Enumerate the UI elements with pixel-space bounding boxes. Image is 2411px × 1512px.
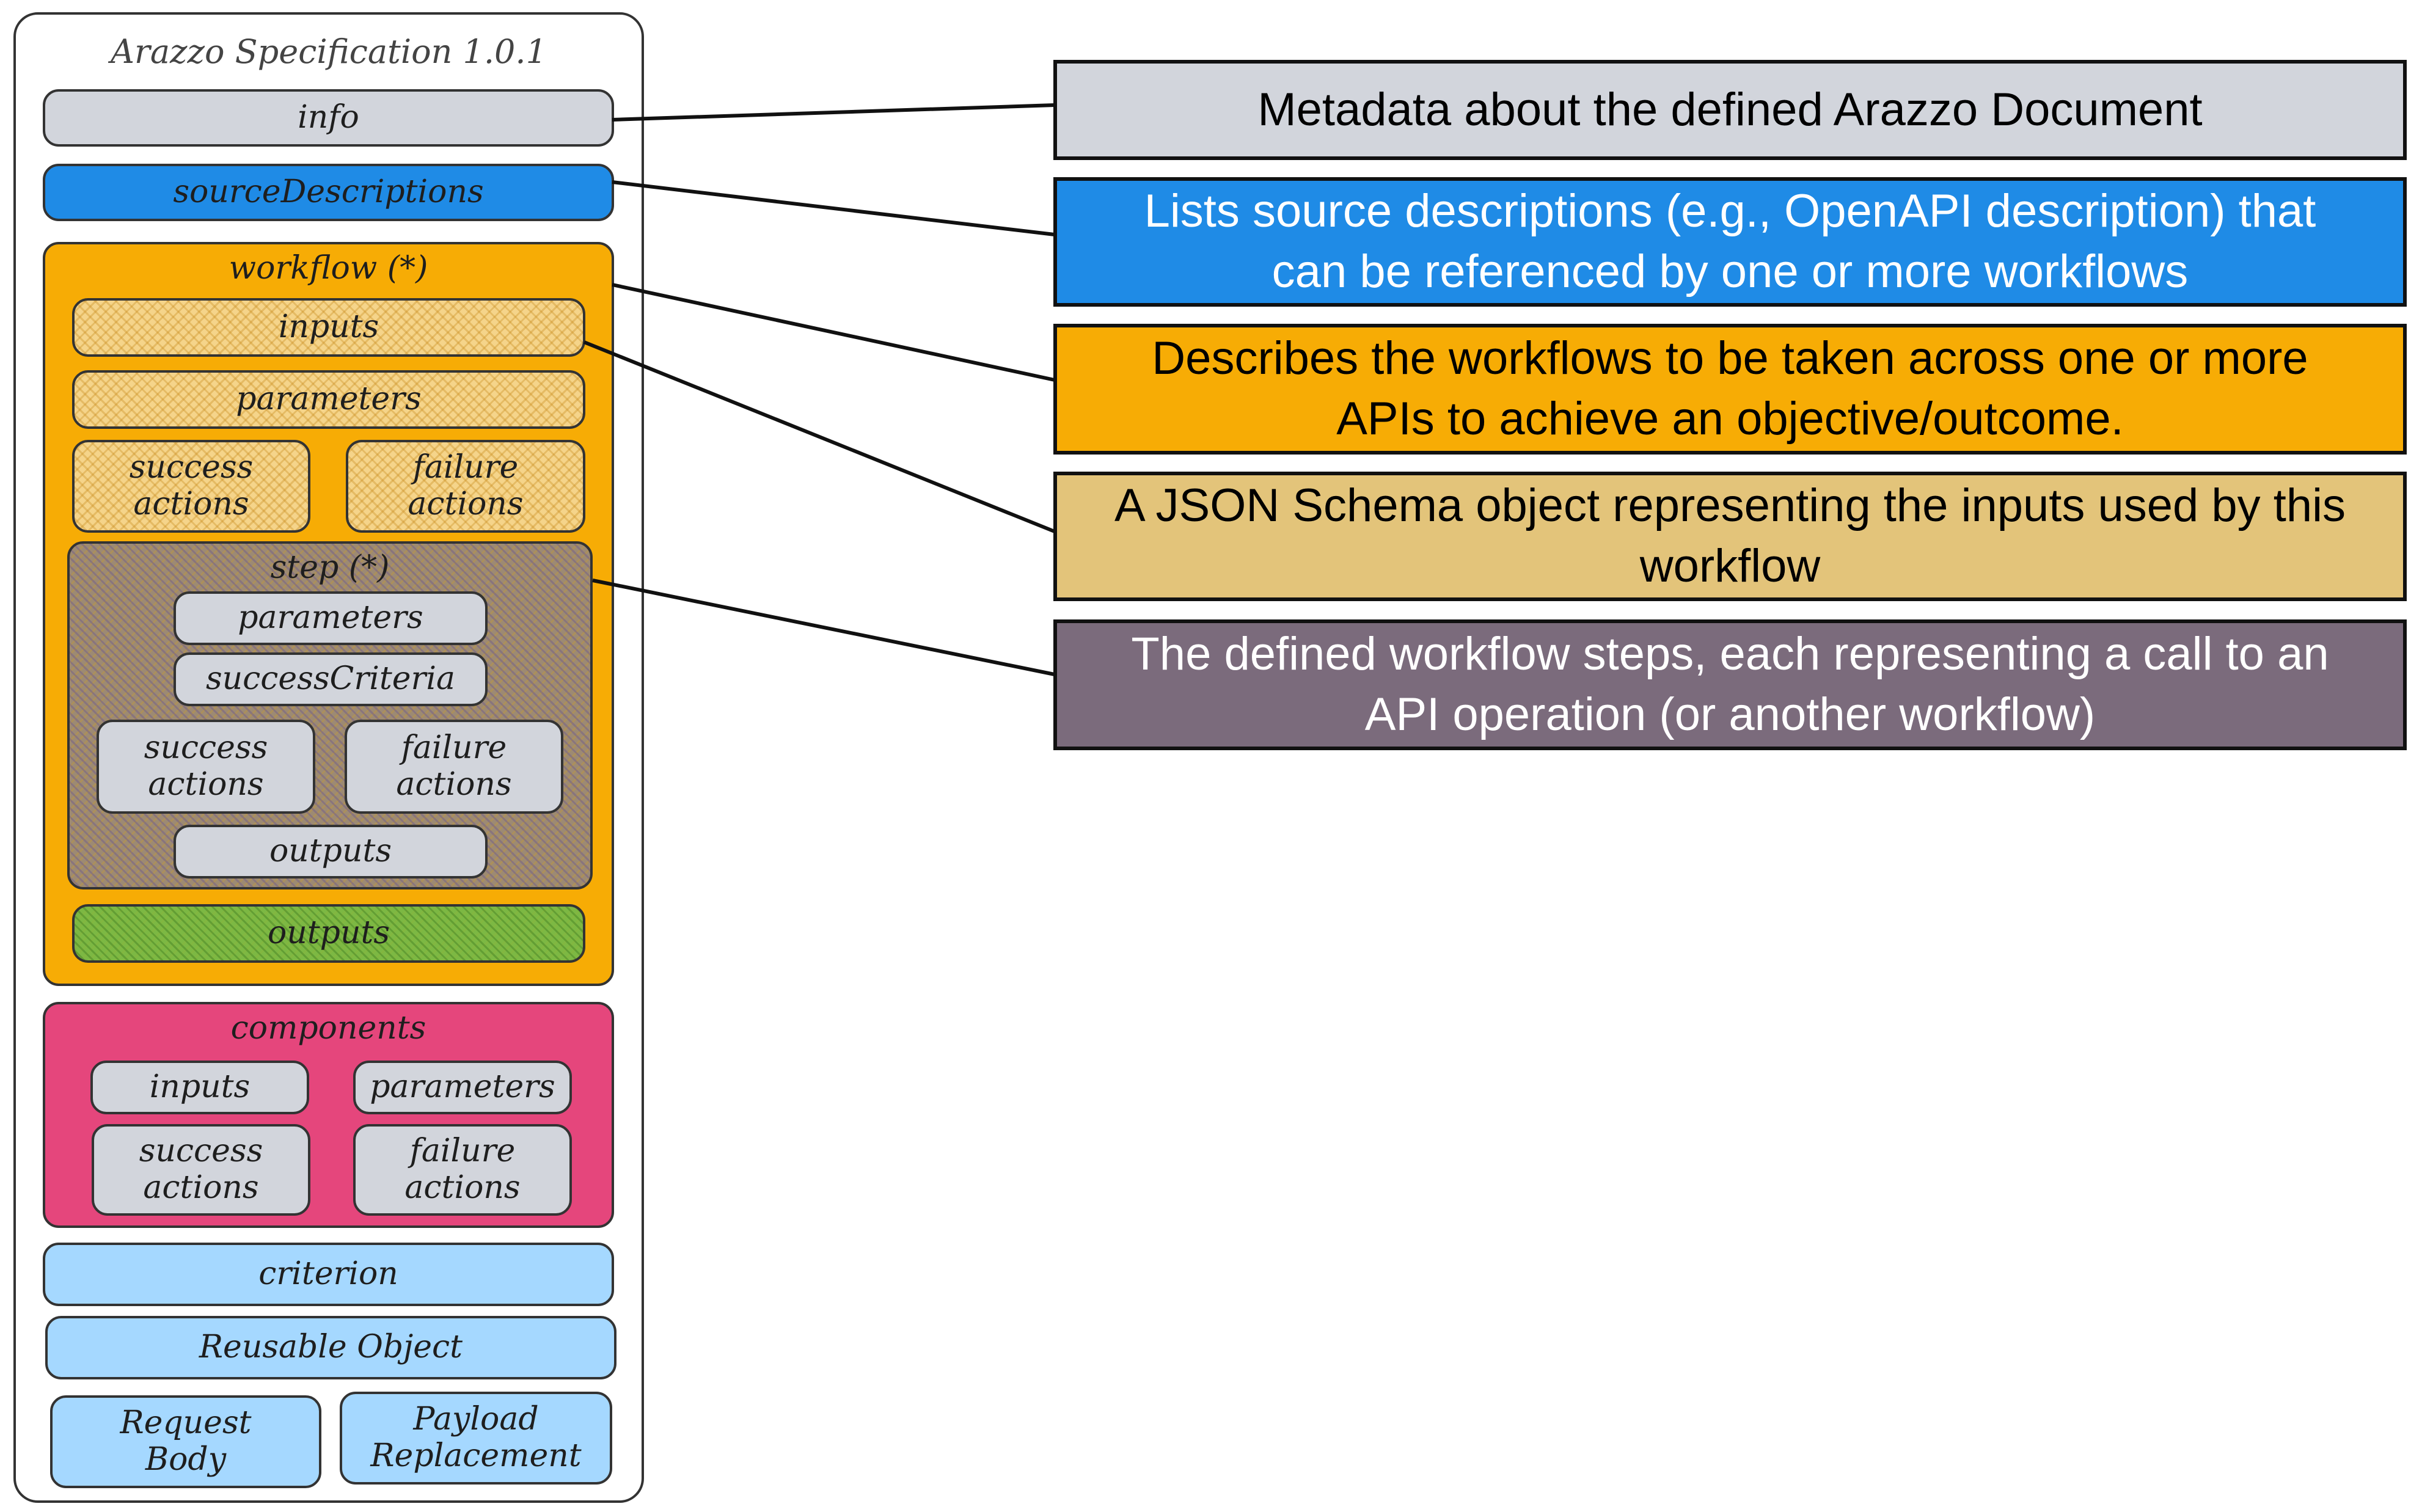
components-inputs-label: inputs <box>149 1068 251 1106</box>
step-outputs-label: outputs <box>269 833 392 870</box>
payload-replacement-label: Payload Replacement <box>370 1401 582 1474</box>
reusable-object-label: Reusable Object <box>199 1329 463 1366</box>
info-description: Metadata about the defined Arazzo Docume… <box>1053 60 2407 160</box>
components-parameters-label: parameters <box>370 1068 555 1106</box>
workflow-outputs-label: outputs <box>267 915 390 952</box>
step-outputs-block: outputs <box>174 825 488 878</box>
step-connector <box>592 579 1055 676</box>
info-block: info <box>43 89 614 147</box>
workflow-inputs-label: inputs <box>278 309 379 346</box>
step-success-criteria-block: successCriteria <box>174 652 488 706</box>
source-descriptions-description: Lists source descriptions (e.g., OpenAPI… <box>1053 177 2407 307</box>
workflow-success-actions-label: success actions <box>129 449 254 522</box>
step-success-actions-block: success actions <box>97 720 315 814</box>
payload-replacement-block: Payload Replacement <box>340 1392 612 1485</box>
source-descriptions-description-text: Lists source descriptions (e.g., OpenAPI… <box>1144 185 2316 298</box>
workflow-description-text: Describes the workflows to be taken acro… <box>1152 332 2308 445</box>
step-parameters-block: parameters <box>174 591 488 645</box>
components-label: components <box>230 1010 426 1046</box>
components-parameters-block: parameters <box>353 1061 572 1114</box>
components-inputs-block: inputs <box>90 1061 309 1114</box>
step-failure-actions-label: failure actions <box>396 729 512 803</box>
info-connector <box>612 103 1055 122</box>
workflow-outputs-block: outputs <box>72 904 585 963</box>
step-description-text: The defined workflow steps, each represe… <box>1131 628 2329 740</box>
spec-title: Arazzo Specification 1.0.1 <box>111 32 547 71</box>
workflow-label: workflow (*) <box>229 250 428 287</box>
workflow-parameters-block: parameters <box>72 370 585 429</box>
info-description-text: Metadata about the defined Arazzo Docume… <box>1257 83 2203 136</box>
source-descriptions-connector <box>612 180 1055 236</box>
workflow-failure-actions-block: failure actions <box>346 440 585 533</box>
workflow-parameters-label: parameters <box>236 381 422 418</box>
step-description: The defined workflow steps, each represe… <box>1053 619 2407 750</box>
components-success-actions-label: success actions <box>139 1133 263 1206</box>
criterion-label: criterion <box>258 1255 398 1293</box>
step-success-criteria-label: successCriteria <box>205 660 455 698</box>
reusable-object-block: Reusable Object <box>45 1316 616 1379</box>
components-failure-actions-label: failure actions <box>404 1133 521 1206</box>
components-success-actions-block: success actions <box>92 1124 310 1216</box>
inputs-description: A JSON Schema object representing the in… <box>1053 472 2407 601</box>
step-failure-actions-block: failure actions <box>345 720 563 814</box>
step-label: step (*) <box>270 549 390 586</box>
inputs-connector <box>583 340 1056 533</box>
workflow-description: Describes the workflows to be taken acro… <box>1053 324 2407 455</box>
workflow-failure-actions-label: failure actions <box>408 449 524 522</box>
components-failure-actions-block: failure actions <box>353 1124 572 1216</box>
workflow-success-actions-block: success actions <box>72 440 310 533</box>
request-body-label: Request Body <box>120 1404 252 1478</box>
step-parameters-label: parameters <box>238 599 423 637</box>
workflow-inputs-block: inputs <box>72 298 585 357</box>
info-label: info <box>298 99 359 136</box>
criterion-block: criterion <box>43 1243 614 1306</box>
inputs-description-text: A JSON Schema object representing the in… <box>1114 480 2346 592</box>
source-descriptions-block: sourceDescriptions <box>43 164 614 221</box>
source-descriptions-label: sourceDescriptions <box>173 173 484 211</box>
request-body-block: Request Body <box>50 1395 321 1488</box>
step-success-actions-label: success actions <box>144 729 268 803</box>
workflow-connector <box>612 283 1055 382</box>
